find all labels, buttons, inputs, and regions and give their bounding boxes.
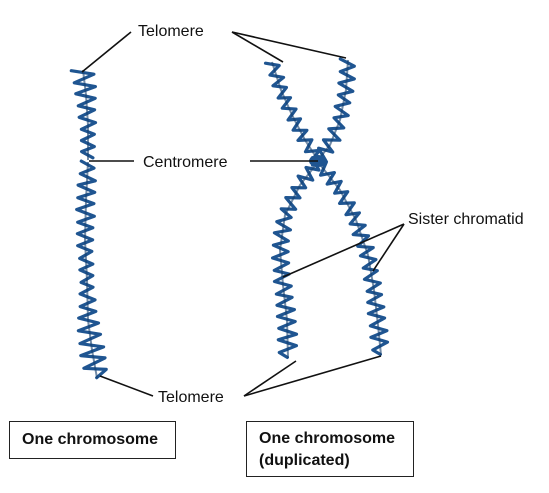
label-sister-chromatid: Sister chromatid bbox=[408, 211, 524, 228]
label-telomere-top: Telomere bbox=[138, 23, 204, 40]
chromatid-right-bottom-arm-core bbox=[317, 161, 382, 356]
single-chromosome-bottom-arm-core bbox=[83, 161, 98, 379]
leader-telomere-top-right bbox=[231, 31, 347, 59]
caption-duplicated-line2: (duplicated) bbox=[259, 452, 350, 469]
leader-telomere-top-single bbox=[81, 31, 132, 73]
leader-lines bbox=[81, 31, 405, 397]
single-chromosome-bottom-arm bbox=[75, 159, 108, 380]
single-chromosome-top-arm-core bbox=[82, 69, 89, 160]
leader-telomere-bottom-left bbox=[243, 360, 297, 397]
single-chromosome-top-arm bbox=[69, 69, 98, 160]
caption-one-chromosome: One chromosome bbox=[9, 421, 176, 459]
chromatid-left-top-arm bbox=[263, 61, 321, 163]
leader-telomere-bottom-right bbox=[243, 355, 382, 397]
leader-telomere-bottom-single bbox=[99, 375, 154, 397]
caption-one-chromosome-text: One chromosome bbox=[22, 431, 159, 448]
chromatid-left-bottom-arm bbox=[271, 156, 321, 359]
leader-telomere-top-left bbox=[231, 31, 284, 63]
chromatid-right-top-arm bbox=[317, 57, 356, 164]
chromosome-strands bbox=[69, 57, 390, 380]
chromatid-left-top-arm-core bbox=[271, 61, 319, 161]
label-centromere: Centromere bbox=[143, 154, 228, 171]
chromatid-left-bottom-arm-core bbox=[278, 161, 319, 359]
label-telomere-bottom: Telomere bbox=[158, 389, 224, 406]
chromatid-right-top-arm-core bbox=[317, 59, 349, 161]
caption-one-chromosome-duplicated: One chromosome (duplicated) bbox=[246, 421, 414, 477]
caption-duplicated-line1: One chromosome bbox=[259, 430, 396, 447]
leader-sister-right bbox=[372, 223, 405, 272]
leader-sister-left bbox=[282, 223, 405, 278]
